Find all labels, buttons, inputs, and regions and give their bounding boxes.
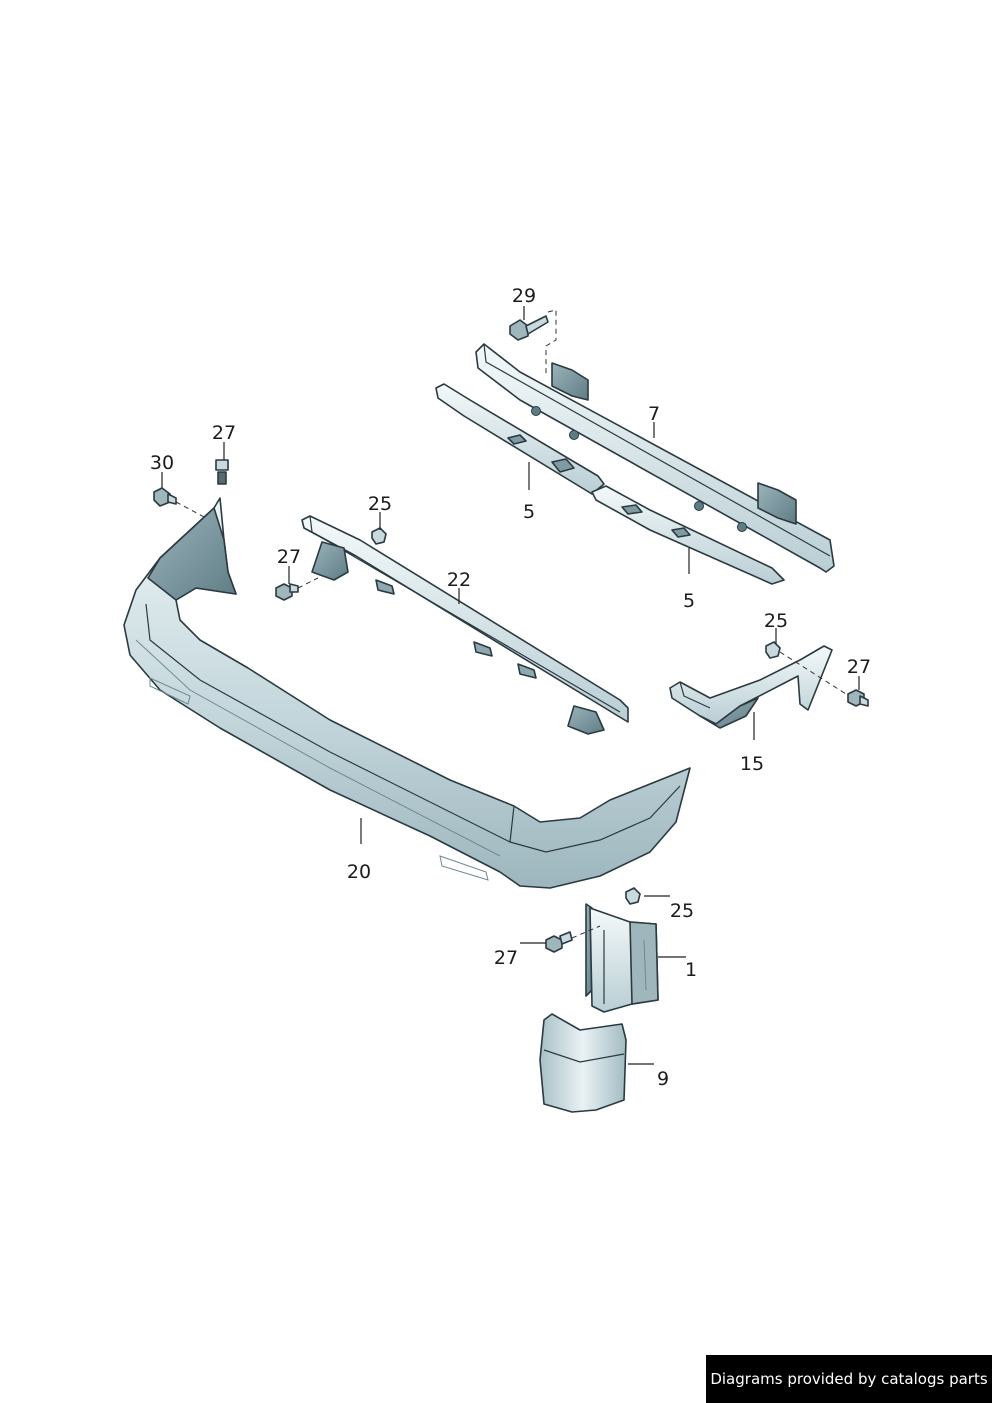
- footer-text: Diagrams provided by catalogs parts: [710, 1370, 988, 1388]
- leader-lines: [161, 306, 860, 1065]
- callout-30: 30: [150, 452, 174, 474]
- fastener-25-nut-b: [765, 641, 847, 695]
- fastener-30-bolt: [153, 487, 207, 519]
- callout-9: 9: [657, 1068, 669, 1090]
- part-5-absorber-lower: [591, 485, 785, 585]
- part-9-trim-cap: [539, 1013, 627, 1113]
- part-20-bumper-cover: [123, 497, 691, 889]
- fastener-27-clip-a: [215, 459, 229, 485]
- callout-20: 20: [347, 861, 371, 883]
- callout-5-upper: 5: [523, 501, 535, 523]
- callout-27-top-left: 27: [212, 422, 236, 444]
- part-15-side-bracket: [669, 645, 833, 729]
- fastener-29-screw: [509, 309, 557, 376]
- callout-22: 22: [447, 569, 471, 591]
- part-22-guide-rail: [301, 515, 629, 735]
- callout-15: 15: [740, 753, 764, 775]
- callout-1: 1: [685, 959, 697, 981]
- part-5-absorber-upper: [435, 383, 605, 495]
- callout-27-bracket: 27: [494, 947, 518, 969]
- callout-25-rail: 25: [368, 493, 392, 515]
- callout-5-lower: 5: [683, 590, 695, 612]
- fastener-27-clip-b: [275, 577, 319, 601]
- fastener-27-clip-c: [847, 689, 869, 707]
- callout-29: 29: [512, 285, 536, 307]
- part-7-impact-beam: [475, 343, 835, 573]
- fastener-27-clip-d: [545, 925, 601, 953]
- callout-25-side: 25: [764, 610, 788, 632]
- callout-7: 7: [648, 403, 660, 425]
- callout-27-rail: 27: [277, 546, 301, 568]
- part-1-bracket: [585, 903, 659, 1013]
- fastener-25-nut-c: [625, 887, 641, 905]
- callout-27-side: 27: [847, 656, 871, 678]
- fastener-25-nut-a: [371, 527, 387, 545]
- footer-banner: Diagrams provided by catalogs parts: [706, 1355, 992, 1403]
- callout-25-bracket: 25: [670, 900, 694, 922]
